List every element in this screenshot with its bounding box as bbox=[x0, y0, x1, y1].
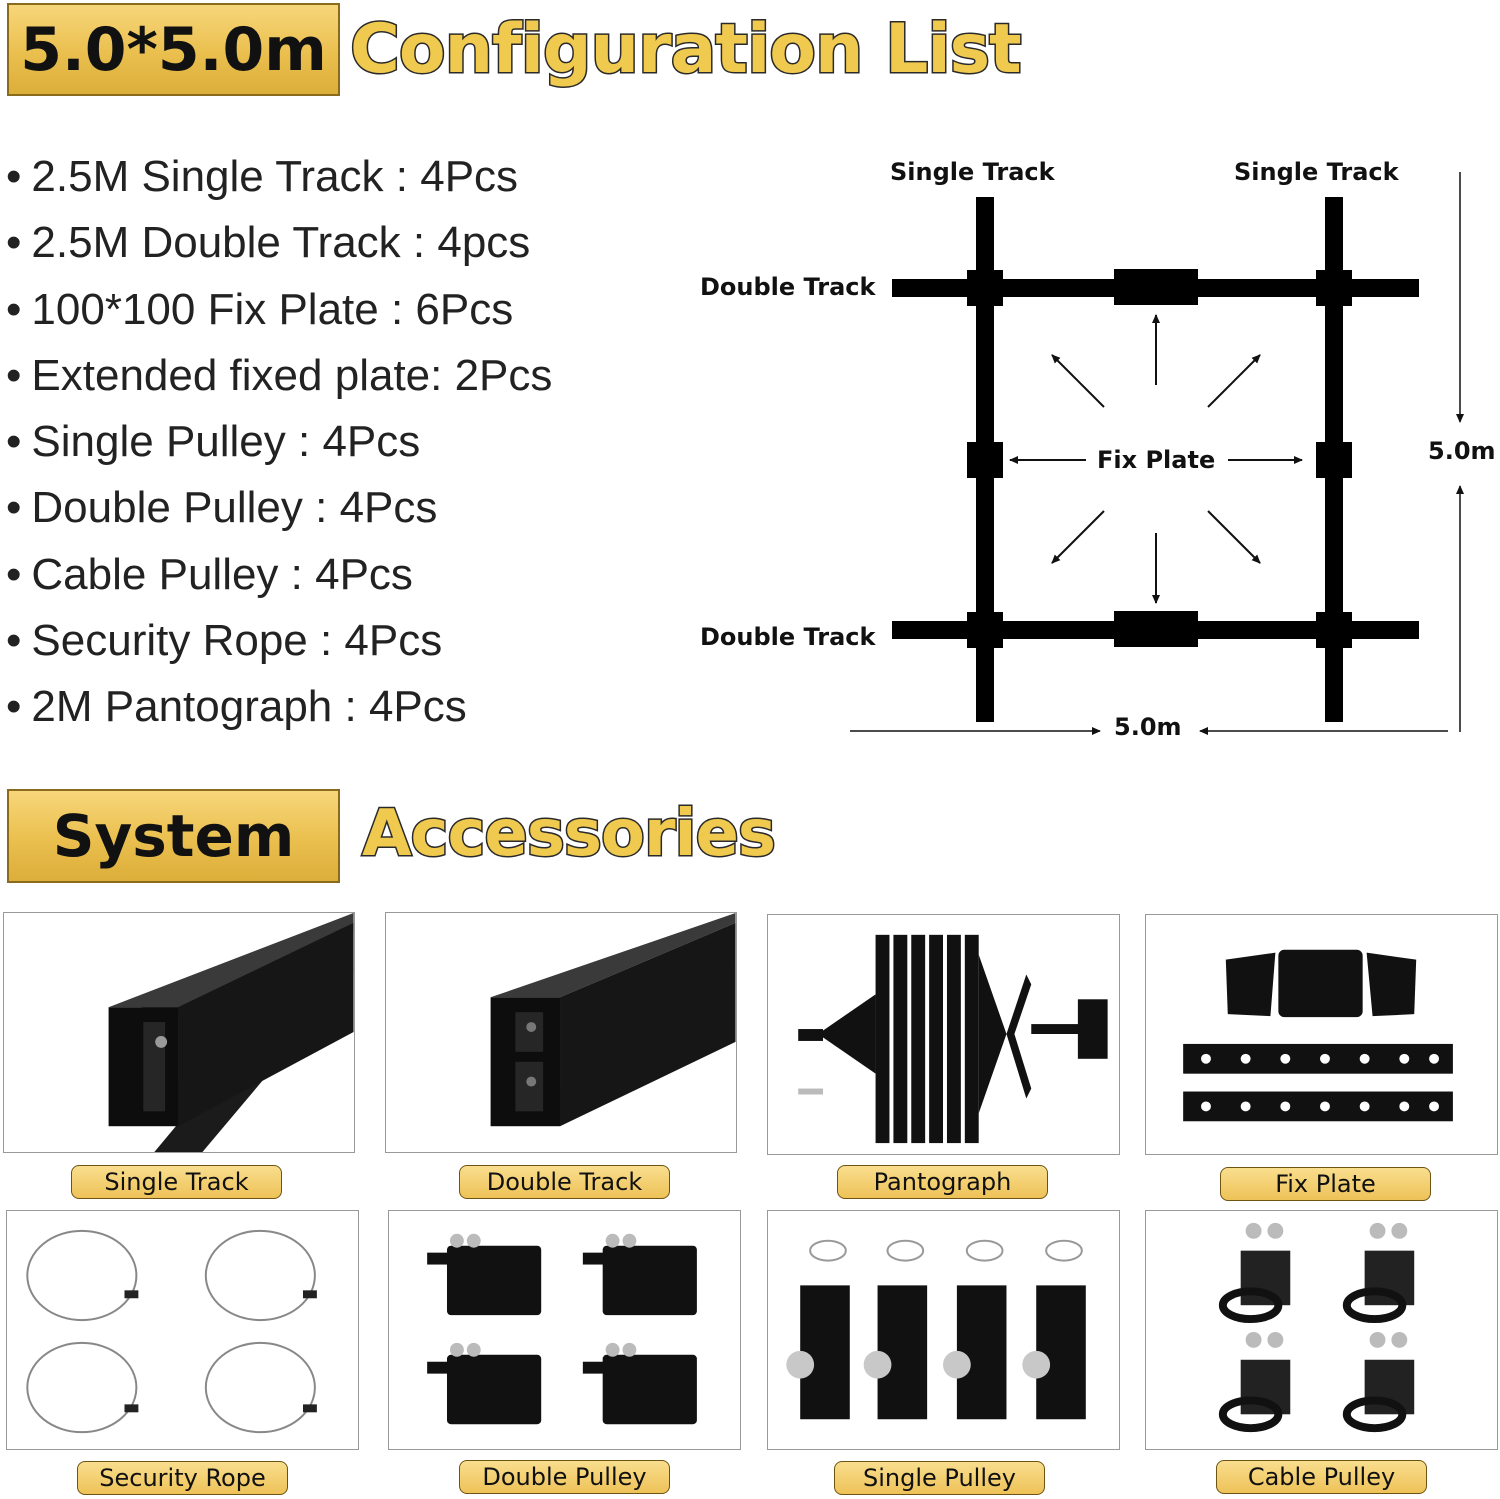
single-pulley-tile bbox=[767, 1210, 1120, 1450]
fix-plate-icon bbox=[1183, 949, 1453, 1122]
config-item: •Single Pulley : 4Pcs bbox=[6, 417, 421, 467]
security-rope-tile bbox=[6, 1210, 359, 1450]
configuration-list-title: Configuration List bbox=[349, 9, 1024, 91]
single-track-rail-icon bbox=[108, 913, 354, 1152]
label-double-pulley: Double Pulley bbox=[459, 1460, 670, 1494]
track-layout-diagram bbox=[850, 172, 1464, 735]
label-fix-plate: Fix Plate bbox=[1097, 446, 1216, 474]
fix-plate-block bbox=[1316, 270, 1352, 306]
label-single-track-right: Single Track bbox=[1234, 158, 1399, 186]
config-item: •Double Pulley : 4Pcs bbox=[6, 483, 438, 533]
config-item: •Extended fixed plate: 2Pcs bbox=[6, 350, 553, 400]
label-double-track-bottom: Double Track bbox=[700, 623, 876, 651]
double-track-rail-icon bbox=[490, 913, 736, 1127]
extended-fix-plate bbox=[1114, 269, 1198, 305]
fix-plate-tile bbox=[1145, 914, 1498, 1155]
double-pulley-icon bbox=[427, 1233, 697, 1425]
label-security-rope: Security Rope bbox=[77, 1461, 288, 1495]
fix-plate-block bbox=[1316, 612, 1352, 648]
fix-plate-block bbox=[967, 270, 1003, 306]
pantograph-icon bbox=[798, 934, 1108, 1144]
label-fix-plate: Fix Plate bbox=[1220, 1167, 1431, 1201]
config-item: •Security Rope : 4Pcs bbox=[6, 616, 443, 666]
label-pantograph: Pantograph bbox=[837, 1165, 1048, 1199]
size-badge-text: 5.0*5.0m bbox=[20, 14, 327, 85]
extended-fix-plate bbox=[1114, 611, 1198, 647]
config-item: •2M Pantograph : 4Pcs bbox=[6, 682, 467, 732]
config-item: •100*100 Fix Plate : 6Pcs bbox=[6, 284, 514, 334]
accessories-title: Accessories bbox=[361, 796, 778, 873]
cable-pulley-icon bbox=[1218, 1222, 1415, 1433]
fix-plate-block bbox=[1316, 442, 1352, 478]
label-double-track: Double Track bbox=[459, 1165, 670, 1199]
label-single-track: Single Track bbox=[71, 1165, 282, 1199]
label-single-pulley: Single Pulley bbox=[834, 1461, 1045, 1495]
label-height: 5.0m bbox=[1428, 437, 1496, 465]
label-cable-pulley: Cable Pulley bbox=[1216, 1460, 1427, 1494]
pantograph-tile bbox=[767, 914, 1120, 1155]
label-single-track-left: Single Track bbox=[890, 158, 1055, 186]
config-item: •2.5M Single Track : 4Pcs bbox=[6, 152, 519, 201]
configuration-list: •2.5M Single Track : 4Pcs •2.5M Double T… bbox=[6, 150, 552, 747]
size-badge: 5.0*5.0m bbox=[7, 3, 340, 96]
single-track-tile bbox=[3, 912, 355, 1153]
double-pulley-tile bbox=[388, 1210, 741, 1450]
double-track-tile bbox=[385, 912, 737, 1153]
cable-pulley-tile bbox=[1145, 1210, 1498, 1450]
system-badge: System bbox=[7, 789, 340, 883]
security-rope-icon bbox=[26, 1229, 317, 1434]
single-pulley-icon bbox=[786, 1239, 1086, 1420]
config-item: •Cable Pulley : 4Pcs bbox=[6, 549, 413, 599]
label-double-track-top: Double Track bbox=[700, 273, 876, 301]
config-item: •2.5M Double Track : 4pcs bbox=[6, 218, 531, 268]
system-badge-text: System bbox=[52, 802, 295, 870]
fix-plate-block bbox=[967, 612, 1003, 648]
label-width: 5.0m bbox=[1114, 713, 1182, 741]
fix-plate-block bbox=[967, 442, 1003, 478]
